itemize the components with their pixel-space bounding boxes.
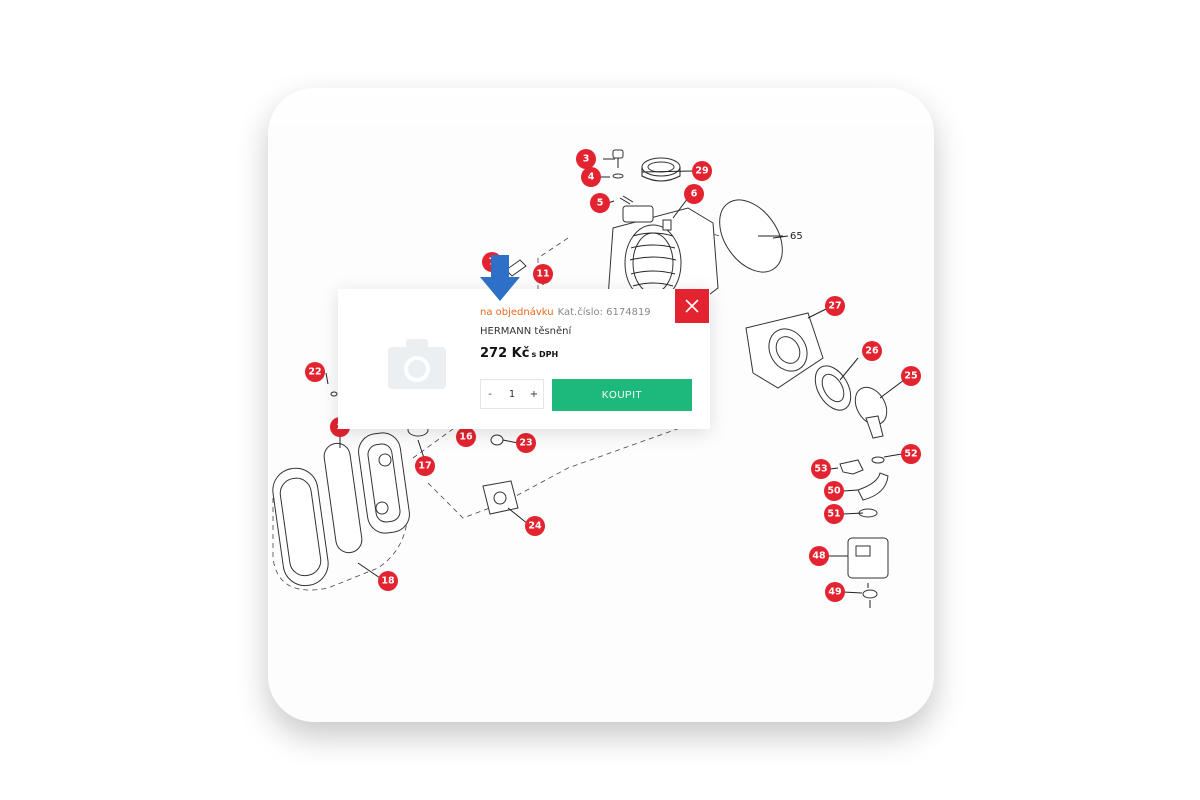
part-marker-3[interactable]: 3 bbox=[576, 149, 596, 169]
part-marker-27[interactable]: 27 bbox=[825, 296, 845, 316]
part-marker-11[interactable]: 11 bbox=[533, 264, 553, 284]
part-marker-24[interactable]: 24 bbox=[525, 516, 545, 536]
price-vat-suffix: s DPH bbox=[531, 350, 559, 359]
svg-text:5: 5 bbox=[597, 198, 604, 209]
part-label-65: 65 bbox=[790, 231, 803, 242]
svg-text:48: 48 bbox=[812, 551, 826, 562]
svg-text:11: 11 bbox=[536, 269, 549, 280]
product-name: HERMANN těsnění bbox=[480, 326, 572, 337]
part-marker-4[interactable]: 4 bbox=[581, 167, 601, 187]
price-value: 272 Kč bbox=[480, 346, 530, 361]
gasket-ring-part bbox=[641, 157, 681, 182]
svg-text:29: 29 bbox=[695, 166, 708, 177]
part-marker-48[interactable]: 48 bbox=[809, 546, 829, 566]
quantity-value[interactable]: 1 bbox=[508, 388, 516, 400]
combustion-chamber-panel-part bbox=[358, 432, 410, 534]
svg-text:25: 25 bbox=[904, 371, 917, 382]
svg-text:23: 23 bbox=[519, 438, 532, 449]
part-marker-51[interactable]: 51 bbox=[824, 504, 844, 524]
fan-part bbox=[854, 386, 888, 439]
assembly-line bbox=[272, 498, 409, 591]
cover-gasket-part bbox=[323, 442, 363, 554]
svg-text:50: 50 bbox=[827, 486, 841, 497]
part-marker-23[interactable]: 23 bbox=[516, 433, 536, 453]
part-marker-50[interactable]: 50 bbox=[824, 481, 844, 501]
camera-icon bbox=[388, 339, 446, 389]
gas-valve-parts bbox=[839, 456, 889, 608]
front-cover-part bbox=[272, 467, 329, 587]
svg-text:24: 24 bbox=[528, 521, 542, 532]
inspection-cover-disc-part bbox=[719, 199, 783, 273]
part-marker-17[interactable]: 17 bbox=[415, 456, 435, 476]
buy-button[interactable]: KOUPIT bbox=[552, 379, 692, 411]
svg-text:18: 18 bbox=[381, 576, 395, 587]
svg-text:49: 49 bbox=[828, 587, 841, 598]
part-marker-25[interactable]: 25 bbox=[901, 366, 921, 386]
close-icon bbox=[685, 299, 699, 313]
part-marker-18[interactable]: 18 bbox=[378, 571, 398, 591]
catalog-number: Kat.číslo: 6174819 bbox=[557, 307, 651, 318]
arrow-down-icon bbox=[480, 255, 520, 301]
flange-plate-part bbox=[482, 480, 519, 515]
flange-gasket-part bbox=[814, 365, 852, 411]
svg-text:3: 3 bbox=[583, 154, 590, 165]
quantity-increase-button[interactable]: + bbox=[529, 388, 539, 400]
assembly-line bbox=[537, 237, 569, 303]
part-marker-16[interactable]: 16 bbox=[456, 427, 476, 447]
burner-housing-part bbox=[745, 312, 824, 389]
svg-text:16: 16 bbox=[459, 432, 473, 443]
close-popup-button[interactable] bbox=[675, 289, 709, 323]
svg-text:26: 26 bbox=[865, 346, 879, 357]
svg-text:53: 53 bbox=[814, 464, 827, 475]
svg-text:4: 4 bbox=[588, 172, 595, 183]
part-marker-26[interactable]: 26 bbox=[862, 341, 882, 361]
svg-text:22: 22 bbox=[308, 367, 321, 378]
availability-status: na objednávku bbox=[480, 307, 554, 318]
part-marker-29[interactable]: 29 bbox=[692, 161, 712, 181]
svg-text:51: 51 bbox=[827, 509, 840, 520]
part-marker-49[interactable]: 49 bbox=[825, 582, 845, 602]
svg-text:6: 6 bbox=[691, 189, 698, 200]
svg-text:27: 27 bbox=[828, 301, 841, 312]
part-marker-22[interactable]: 22 bbox=[305, 362, 325, 382]
svg-text:52: 52 bbox=[904, 449, 917, 460]
svg-text:17: 17 bbox=[418, 461, 431, 472]
exploded-parts-diagram: 65 3 29 4 6 5 7 11 27 26 25 22 16 23 17 … bbox=[272, 149, 921, 608]
part-marker-5[interactable]: 5 bbox=[590, 193, 610, 213]
screw-part bbox=[612, 149, 634, 205]
part-marker-53[interactable]: 53 bbox=[811, 459, 831, 479]
quantity-decrease-button[interactable]: - bbox=[488, 388, 492, 400]
part-marker-6[interactable]: 6 bbox=[684, 184, 704, 204]
part-marker-52[interactable]: 52 bbox=[901, 444, 921, 464]
quantity-stepper: - 1 + bbox=[480, 379, 544, 409]
